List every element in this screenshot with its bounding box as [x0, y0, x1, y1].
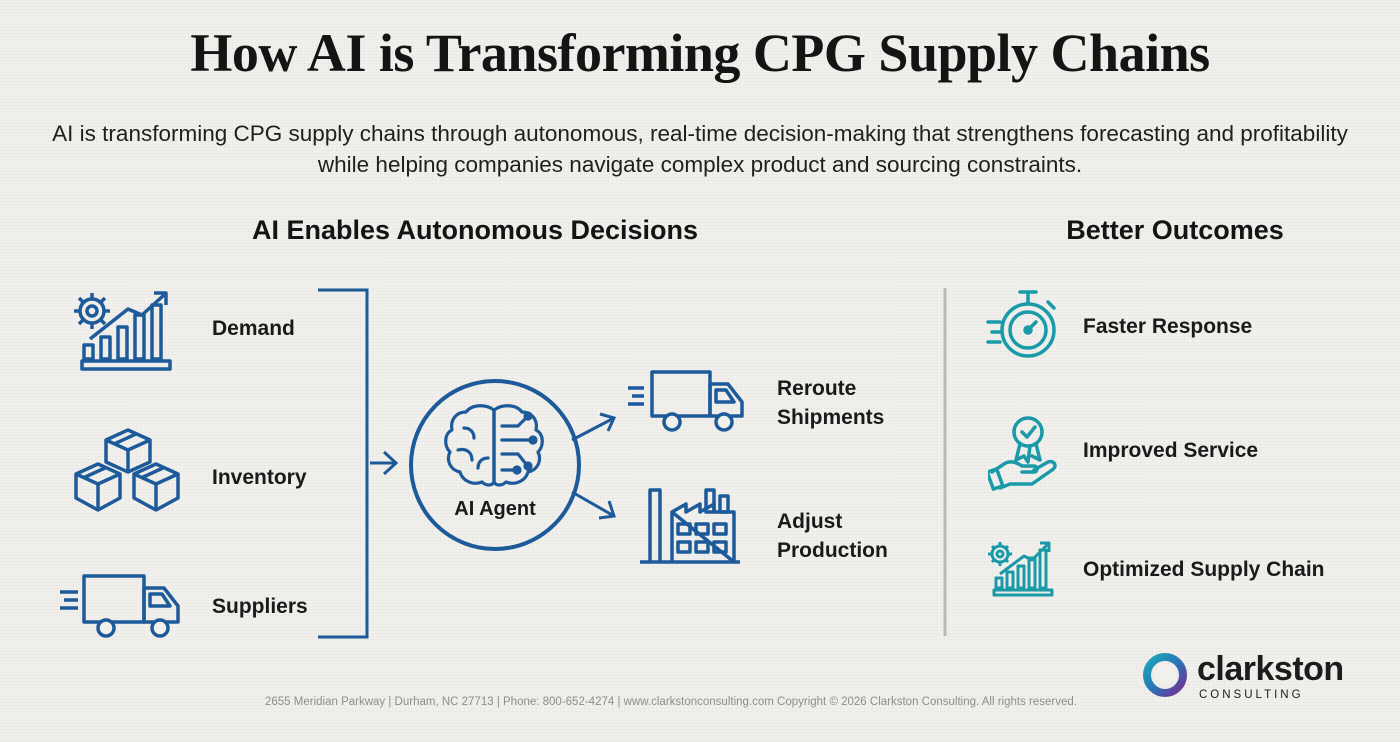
ai-agent-label: AI Agent: [454, 498, 536, 520]
outcome-label-service: Improved Service: [1083, 439, 1259, 462]
bracket-arrow-head: [382, 450, 399, 476]
brain-circuit-icon: [444, 404, 544, 487]
action-label-reroute-line1: Reroute: [777, 377, 857, 400]
delivery-truck-icon: [60, 574, 180, 638]
arrow-reroute-head: [599, 412, 617, 432]
arrow-production-head: [598, 500, 616, 520]
action-label-production-line1: Adjust: [777, 510, 843, 533]
action-label-reroute-line2: Shipments: [777, 406, 885, 429]
section-heading-decisions: AI Enables Autonomous Decisions: [251, 215, 699, 245]
boxes-icon: [74, 428, 180, 512]
action-label-production: Adjust Production: [777, 507, 888, 565]
input-label-inventory: Inventory: [212, 466, 307, 489]
outcome-label-optimized: Optimized Supply Chain: [1083, 558, 1325, 581]
logo-subtitle: CONSULTING: [1199, 689, 1304, 701]
arrow-production-shaft: [571, 490, 615, 518]
action-label-reroute: Reroute Shipments: [777, 374, 884, 432]
clarkston-logo-icon: [1143, 653, 1187, 697]
page-title: How AI is Transforming CPG Supply Chains: [190, 23, 1210, 83]
section-heading-outcomes: Better Outcomes: [1066, 215, 1284, 245]
gear-growth-chart-icon: [988, 541, 1054, 597]
action-label-production-line2: Production: [777, 539, 888, 562]
input-bracket: [318, 288, 369, 639]
delivery-truck-icon: [628, 370, 744, 432]
page-subtitle: AI is transforming CPG supply chains thr…: [52, 121, 1348, 177]
input-label-demand: Demand: [212, 317, 295, 340]
footer-text: 2655 Meridian Parkway | Durham, NC 27713…: [265, 696, 1077, 708]
logo-wordmark: clarkston: [1197, 650, 1344, 688]
gear-growth-chart-icon: [74, 291, 172, 371]
factory-icon: [640, 488, 740, 564]
stopwatch-icon: [986, 290, 1056, 358]
input-label-suppliers: Suppliers: [212, 595, 308, 618]
award-hand-icon: [988, 416, 1057, 491]
ai-agent-node: [409, 379, 581, 551]
outcome-label-faster: Faster Response: [1083, 315, 1253, 338]
arrow-reroute-shaft: [571, 416, 615, 442]
